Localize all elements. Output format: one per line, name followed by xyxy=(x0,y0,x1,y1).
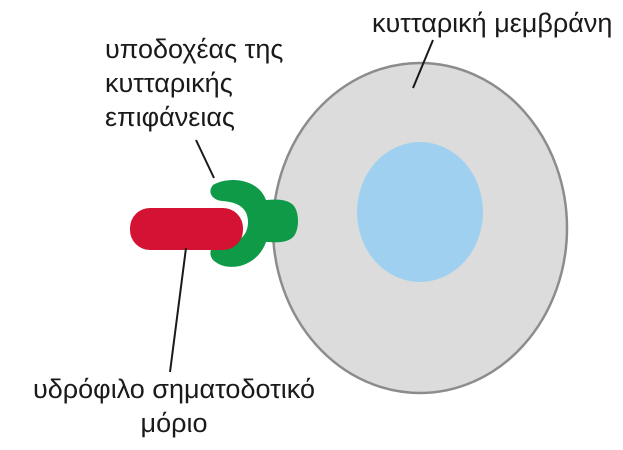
signal-molecule-label: υδρόφιλο σηματοδοτικό μόριο xyxy=(8,372,340,440)
receptor-label-line-2: κυτταρικής xyxy=(105,66,283,100)
signal-molecule-label-line-1: υδρόφιλο σηματοδοτικό xyxy=(8,372,340,406)
receptor-label-line-1: υποδοχέας της xyxy=(105,32,283,66)
signal-molecule xyxy=(130,208,243,250)
molecule-leader-line xyxy=(170,248,186,372)
receptor-leader-line xyxy=(196,140,214,178)
signal-molecule-label-line-2: μόριο xyxy=(8,406,340,440)
nucleus xyxy=(357,142,483,282)
receptor-label-line-3: επιφάνειας xyxy=(105,100,283,134)
receptor-label: υποδοχέας της κυτταρικής επιφάνειας xyxy=(105,32,283,134)
cell-membrane-label: κυτταρική μεμβράνη xyxy=(372,6,612,40)
